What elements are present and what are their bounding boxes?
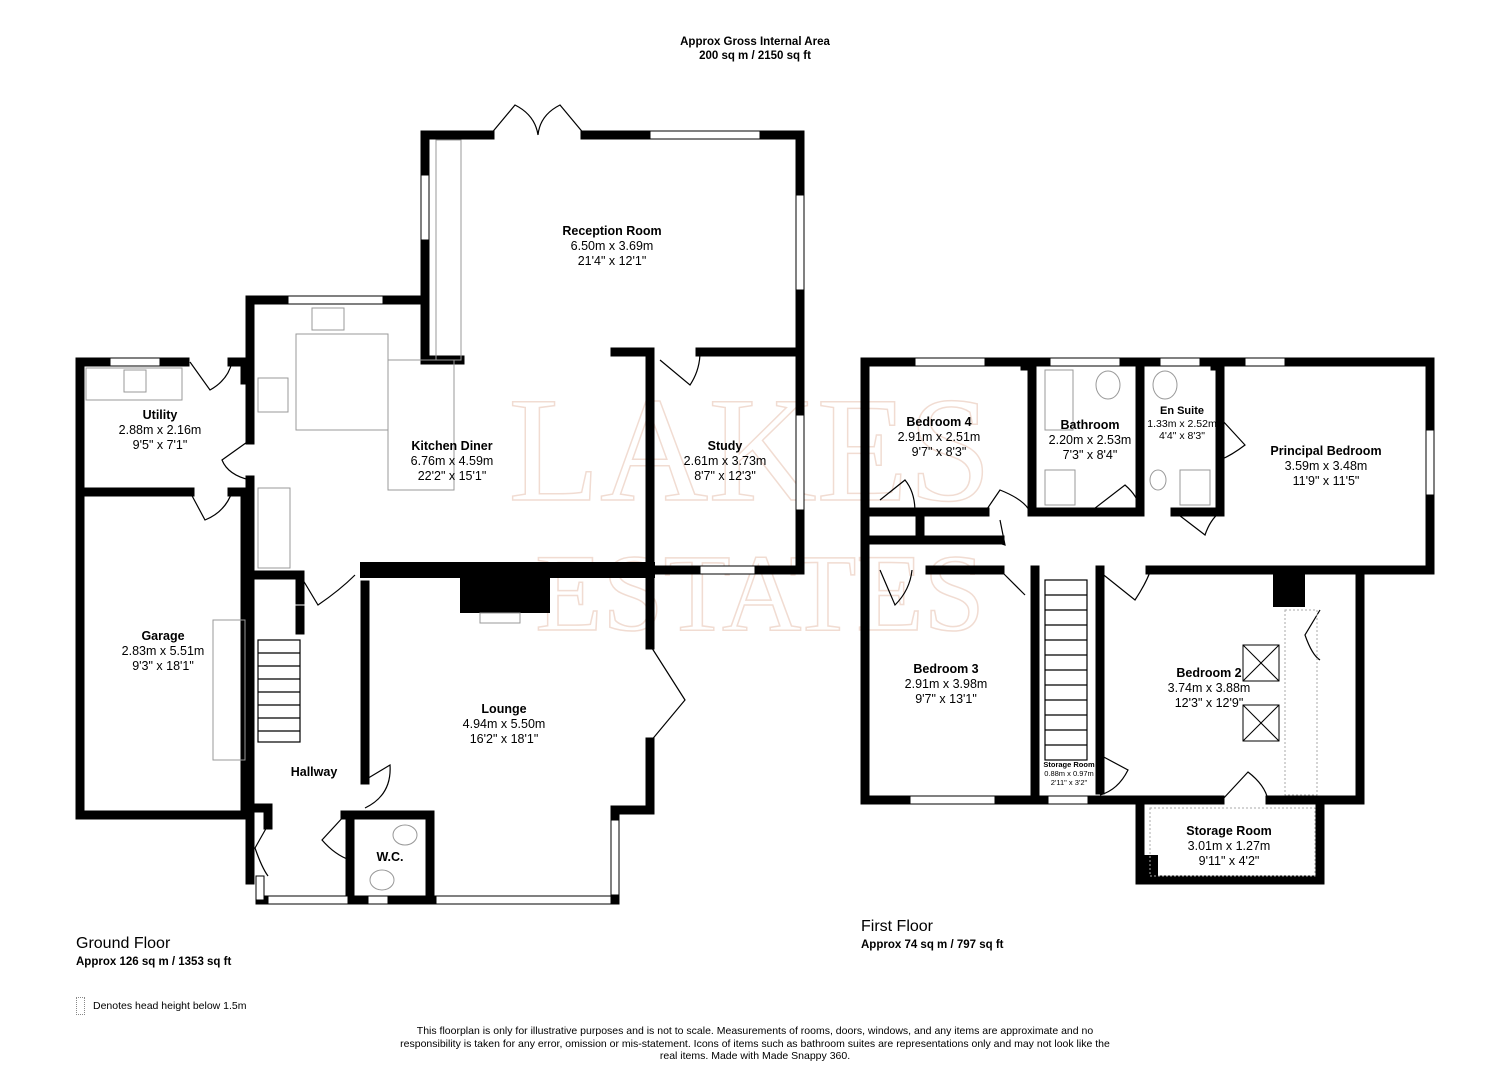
svg-text:3.59m x 3.48m: 3.59m x 3.48m (1285, 459, 1368, 473)
svg-text:Garage: Garage (141, 629, 184, 643)
svg-text:4.94m x 5.50m: 4.94m x 5.50m (463, 717, 546, 731)
svg-text:0.88m x 0.97m: 0.88m x 0.97m (1044, 769, 1094, 778)
svg-text:9'3" x 18'1": 9'3" x 18'1" (132, 659, 194, 673)
svg-text:8'7" x 12'3": 8'7" x 12'3" (694, 469, 756, 483)
staircase-ground (257, 639, 301, 743)
svg-text:6.76m x 4.59m: 6.76m x 4.59m (411, 454, 494, 468)
room-storage-large: Storage Room 3.01m x 1.27m 9'11" x 4'2" (1186, 824, 1271, 868)
room-storage-small: Storage Room 0.88m x 0.97m 2'11" x 3'2" (1043, 760, 1095, 787)
svg-text:2.91m x 3.98m: 2.91m x 3.98m (905, 677, 988, 691)
room-lounge: Lounge 4.94m x 5.50m 16'2" x 18'1" (463, 702, 546, 746)
svg-text:Reception Room: Reception Room (562, 224, 661, 238)
room-kitchen-diner: Kitchen Diner 6.76m x 4.59m 22'2" x 15'1… (411, 439, 494, 483)
room-garage: Garage 2.83m x 5.51m 9'3" x 18'1" (122, 629, 205, 673)
svg-text:7'3" x 8'4": 7'3" x 8'4" (1063, 448, 1118, 462)
svg-text:6.50m x 3.69m: 6.50m x 3.69m (571, 239, 654, 253)
svg-text:2.88m x 2.16m: 2.88m x 2.16m (119, 423, 202, 437)
svg-text:Study: Study (708, 439, 743, 453)
svg-text:Bathroom: Bathroom (1060, 418, 1119, 432)
svg-text:4'4" x 8'3": 4'4" x 8'3" (1159, 430, 1205, 442)
watermark-line1: LAKES (508, 367, 991, 533)
svg-text:12'3" x 12'9": 12'3" x 12'9" (1175, 696, 1244, 710)
room-bedroom-4: Bedroom 4 2.91m x 2.51m 9'7" x 8'3" (898, 415, 981, 459)
room-bathroom: Bathroom 2.20m x 2.53m 7'3" x 8'4" (1049, 418, 1132, 462)
staircase-first (1044, 579, 1088, 761)
room-principal-bedroom: Principal Bedroom 3.59m x 3.48m 11'9" x … (1270, 444, 1381, 488)
svg-text:Bedroom 4: Bedroom 4 (906, 415, 971, 429)
watermark-logo: LAKES ESTATES (508, 366, 993, 655)
svg-text:2.83m x 5.51m: 2.83m x 5.51m (122, 644, 205, 658)
svg-text:1.33m x 2.52m: 1.33m x 2.52m (1147, 418, 1217, 430)
watermark-line2: ESTATES (535, 532, 985, 654)
ground-floor-doors (85, 104, 701, 891)
room-bedroom-3: Bedroom 3 2.91m x 3.98m 9'7" x 13'1" (905, 662, 988, 706)
svg-text:Principal Bedroom: Principal Bedroom (1270, 444, 1381, 458)
svg-text:2.61m x 3.73m: 2.61m x 3.73m (684, 454, 767, 468)
legend-text: Denotes head height below 1.5m (93, 1000, 247, 1012)
svg-text:3.74m x 3.88m: 3.74m x 3.88m (1168, 681, 1251, 695)
room-reception: Reception Room 6.50m x 3.69m 21'4" x 12'… (562, 224, 661, 268)
gross-area-value: 200 sq m / 2150 sq ft (699, 50, 811, 62)
svg-text:22'2" x 15'1": 22'2" x 15'1" (418, 469, 487, 483)
svg-text:9'7" x 13'1": 9'7" x 13'1" (915, 692, 977, 706)
room-utility: Utility 2.88m x 2.16m 9'5" x 7'1" (119, 408, 202, 452)
svg-text:2.20m x 2.53m: 2.20m x 2.53m (1049, 433, 1132, 447)
ground-floor-windows (109, 130, 805, 905)
room-wc: W.C. (376, 850, 403, 864)
svg-text:2'11" x 3'2": 2'11" x 3'2" (1051, 778, 1088, 787)
svg-text:Bedroom 3: Bedroom 3 (913, 662, 978, 676)
svg-text:3.01m x 1.27m: 3.01m x 1.27m (1188, 839, 1271, 853)
first-floor-label: First Floor (861, 918, 933, 935)
gross-area-header: Approx Gross Internal Area 200 sq m / 21… (0, 35, 1510, 63)
svg-text:Storage Room: Storage Room (1186, 824, 1271, 838)
ground-floor-caption: Ground Floor Approx 126 sq m / 1353 sq f… (76, 935, 231, 968)
first-floor-windows (909, 357, 1435, 805)
disclaimer: This floorplan is only for illustrative … (400, 1025, 1110, 1062)
room-hallway: Hallway (291, 765, 338, 779)
first-floor-walls (860, 357, 1435, 885)
first-floor-doors (879, 369, 1321, 877)
svg-text:21'4" x 12'1": 21'4" x 12'1" (578, 254, 647, 268)
first-floor-caption: First Floor Approx 74 sq m / 797 sq ft (861, 918, 1004, 951)
svg-text:16'2" x 18'1": 16'2" x 18'1" (470, 732, 539, 746)
svg-text:9'7" x 8'3": 9'7" x 8'3" (912, 445, 967, 459)
svg-text:Utility: Utility (143, 408, 178, 422)
ground-floor-label: Ground Floor (76, 935, 171, 952)
svg-text:Bedroom 2: Bedroom 2 (1176, 666, 1241, 680)
ground-floor-area: Approx 126 sq m / 1353 sq ft (76, 956, 232, 968)
svg-text:11'9" x 11'5": 11'9" x 11'5" (1293, 474, 1360, 488)
svg-text:9'11" x 4'2": 9'11" x 4'2" (1199, 854, 1260, 868)
dotted-box-icon (76, 997, 85, 1015)
legend: Denotes head height below 1.5m (76, 997, 247, 1015)
gross-area-title: Approx Gross Internal Area (680, 36, 830, 48)
svg-text:2.91m x 2.51m: 2.91m x 2.51m (898, 430, 981, 444)
svg-text:Lounge: Lounge (481, 702, 526, 716)
svg-text:Storage Room: Storage Room (1043, 760, 1095, 769)
room-bedroom-2: Bedroom 2 3.74m x 3.88m 12'3" x 12'9" (1168, 666, 1251, 710)
room-en-suite: En Suite 1.33m x 2.52m 4'4" x 8'3" (1147, 405, 1217, 442)
svg-text:En Suite: En Suite (1160, 405, 1204, 417)
room-study: Study 2.61m x 3.73m 8'7" x 12'3" (684, 439, 767, 483)
svg-text:9'5" x 7'1": 9'5" x 7'1" (133, 438, 188, 452)
first-floor-area: Approx 74 sq m / 797 sq ft (861, 939, 1004, 951)
svg-text:Kitchen Diner: Kitchen Diner (411, 439, 492, 453)
